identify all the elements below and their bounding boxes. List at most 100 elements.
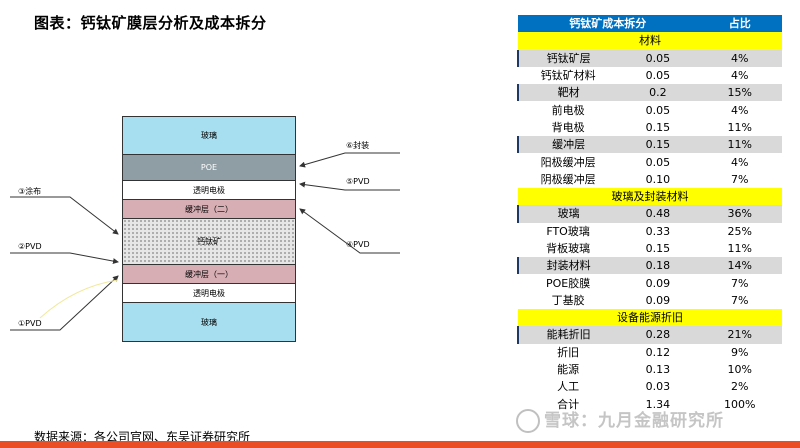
cell-name: POE胶膜 — [545, 276, 591, 290]
cell-pct: 11% — [727, 120, 752, 134]
label-pvd-4: ④PVD — [346, 240, 370, 249]
cell-value: 0.18 — [618, 257, 698, 275]
label-coating: ③涂布 — [18, 187, 42, 196]
cell-value: 0.12 — [645, 345, 671, 359]
cell-value: 0.28 — [618, 326, 698, 344]
section-title: 玻璃及封装材料 — [518, 187, 782, 206]
layer-perovskite: 钙钛矿 — [123, 219, 295, 265]
cell-name: 前电极 — [551, 103, 585, 117]
layer-transparent-electrode-top: 透明电极 — [123, 181, 295, 200]
cell-pct: 7% — [731, 276, 749, 290]
cell-name: 封装材料 — [516, 257, 619, 275]
watermark: 雪球：九月金融研究所 — [516, 406, 724, 433]
cell-value: 0.10 — [645, 172, 671, 186]
cell-value: 0.33 — [645, 224, 671, 238]
perovskite-layer-stack: 玻璃 POE 透明电极 缓冲层（二） 钙钛矿 缓冲层（一） 透明电极 玻璃 — [122, 116, 296, 342]
cell-name: 钙钛矿材料 — [540, 69, 596, 83]
cell-name: 玻璃 — [516, 205, 619, 223]
table-row: 钙钛矿材料 0.05 4% — [518, 67, 782, 84]
cell-pct: 15% — [697, 84, 782, 102]
arrow-pvd-5 — [299, 181, 400, 191]
cell-pct: 14% — [697, 257, 782, 275]
cell-name: 阴极缓冲层 — [540, 172, 596, 186]
cell-name: 钙钛矿层 — [516, 49, 619, 67]
cell-pct: 10% — [727, 363, 752, 377]
snowball-logo-icon — [516, 409, 540, 433]
table-row: 背电极 0.15 11% — [518, 119, 782, 136]
section-title: 材料 — [518, 32, 782, 50]
cell-name: 背电极 — [551, 120, 585, 134]
cell-name: 靶材 — [516, 84, 619, 102]
cell-value: 0.15 — [645, 242, 671, 255]
section-header: 设备能源折旧 — [518, 309, 782, 327]
arrow-pvd-4 — [299, 208, 400, 254]
cell-value: 0.05 — [645, 155, 671, 169]
cell-name: 能耗折旧 — [516, 326, 619, 344]
arrow-coating — [10, 196, 119, 235]
layer-transparent-electrode-bottom: 透明电极 — [123, 284, 295, 303]
cell-value: 0.15 — [645, 120, 671, 134]
cell-value: 0.15 — [618, 136, 698, 154]
cell-value: 0.05 — [645, 69, 671, 83]
layer-poe: POE — [123, 155, 295, 181]
label-pvd-1: ①PVD — [18, 319, 42, 328]
label-pvd-2: ②PVD — [18, 242, 42, 251]
cell-value: 0.03 — [645, 380, 671, 394]
arrow-encapsulation — [299, 152, 400, 168]
cell-name: 阳极缓冲层 — [540, 155, 596, 169]
cell-pct: 11% — [727, 242, 752, 255]
cell-pct: 4% — [731, 69, 749, 83]
data-source: 数据来源：各公司官网、东吴证券研究所 — [34, 430, 251, 444]
cell-pct: 21% — [697, 326, 782, 344]
layer-buffer-one: 缓冲层（一） — [123, 265, 295, 284]
table-row: POE胶膜 0.09 7% — [518, 274, 782, 291]
table-row: 背板玻璃 0.15 11% — [518, 240, 782, 257]
cell-value: 1.34 — [645, 397, 671, 411]
cell-value: 0.09 — [645, 293, 671, 307]
cell-name: 折旧 — [557, 345, 580, 359]
section-header: 材料 — [518, 32, 782, 50]
layer-glass-top: 玻璃 — [123, 117, 295, 155]
table-row: 阳极缓冲层 0.05 4% — [518, 153, 782, 170]
cell-value: 0.2 — [618, 84, 698, 102]
cell-name: 背板玻璃 — [546, 242, 591, 255]
cell-pct: 25% — [727, 224, 752, 238]
cell-name: 合计 — [557, 397, 580, 411]
cell-name: 缓冲层 — [516, 136, 619, 154]
cell-pct: 7% — [731, 293, 749, 307]
layer-buffer-two: 缓冲层（二） — [123, 200, 295, 219]
header-name: 钙钛矿成本拆分 — [518, 15, 698, 33]
cell-name: 丁基胶 — [551, 293, 585, 307]
page-title: 图表：钙钛矿膜层分析及成本拆分 — [34, 14, 267, 32]
cell-pct: 4% — [697, 49, 782, 67]
cell-name: 人工 — [557, 380, 580, 394]
arrow-pvd-2 — [10, 252, 119, 265]
cell-pct: 36% — [697, 205, 782, 223]
cell-value: 0.09 — [645, 276, 671, 290]
table-row: 丁基胶 0.09 7% — [518, 292, 782, 309]
cell-pct: 11% — [697, 136, 782, 154]
label-encapsulation: ⑥封装 — [346, 141, 370, 150]
cell-pct: 7% — [731, 172, 749, 186]
layer-glass-bottom: 玻璃 — [123, 303, 295, 341]
section-title: 设备能源折旧 — [518, 309, 782, 327]
arrow-pvd-1 — [10, 275, 119, 331]
table-header: 钙钛矿成本拆分 占比 — [518, 15, 782, 33]
cell-value: 0.48 — [618, 205, 698, 223]
cell-value: 0.05 — [618, 49, 698, 67]
cell-value: 0.13 — [645, 363, 671, 377]
cell-pct: 4% — [731, 155, 749, 169]
